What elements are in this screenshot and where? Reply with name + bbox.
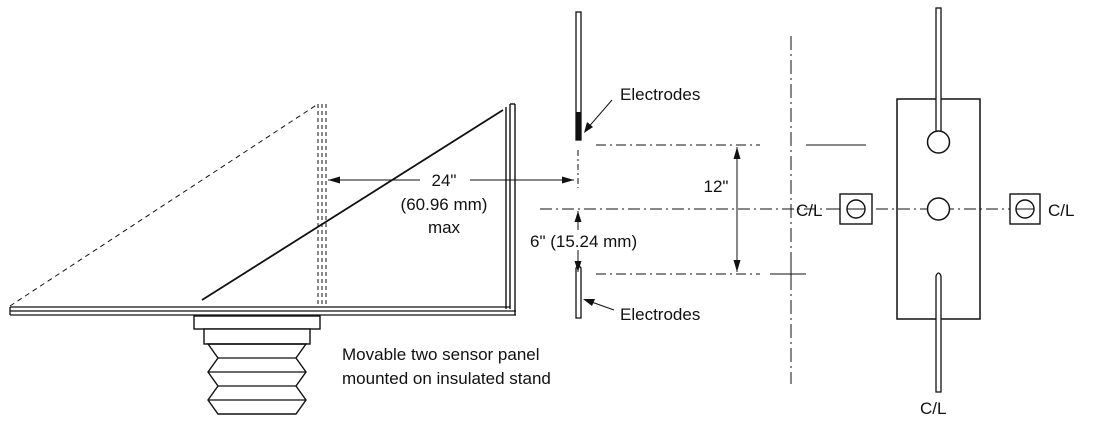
gap-6-dimension [574, 211, 582, 272]
electrodes-bottom-label: Electrodes [620, 305, 700, 324]
gap-6-arrow-top [574, 211, 582, 222]
plate-front-view [832, 7, 1041, 393]
insulated-stand [193, 315, 321, 415]
sensor-panel [9, 103, 516, 316]
gap-12-arrow-bottom [733, 260, 741, 272]
distance-24-arrow-left [328, 176, 340, 184]
stand-cap [193, 315, 321, 330]
electrodes-top-leader-arrow [584, 122, 593, 133]
plate-top-hole [926, 130, 951, 154]
gap-12-label: 12" [704, 177, 729, 196]
gap-12-arrow-top [733, 147, 741, 159]
plate-top-rod [935, 7, 942, 141]
alt-panel-dashed-diagonal [9, 103, 319, 307]
gap-12-dimension [733, 147, 741, 272]
distance-24-dimension [328, 150, 579, 188]
distance-24-mm-label: (60.96 mm) [401, 195, 488, 214]
stand-collar [203, 328, 311, 345]
panel-caption-line2: mounted on insulated stand [342, 369, 551, 388]
panel-caption-line1: Movable two sensor panel [342, 345, 540, 364]
electrodes-top-label: Electrodes [620, 85, 700, 104]
electrodes-bottom-leader-arrow [583, 299, 595, 306]
centerline-bottom-label: C/L [920, 399, 946, 418]
plate-center-hole [926, 197, 951, 221]
reference-lines [540, 36, 866, 384]
distance-24-label: 24" [432, 171, 457, 190]
gap-6-label: 6" (15.24 mm) [530, 232, 637, 251]
centerline-left-label: C/L [796, 201, 822, 220]
electrodes-side-view [575, 11, 615, 319]
top-electrode-tip [576, 112, 581, 140]
centerline-right-label: C/L [1048, 201, 1074, 220]
plate-bottom-rod [935, 272, 942, 393]
stand-insulator-rings [206, 343, 308, 415]
bottom-electrode [575, 265, 582, 319]
distance-24-arrow-right [562, 176, 574, 184]
sensor-diagonal [201, 109, 504, 301]
right-marker-box [1009, 193, 1041, 225]
distance-max-label: max [428, 218, 461, 237]
gap-6-arrow-bottom [574, 261, 582, 272]
